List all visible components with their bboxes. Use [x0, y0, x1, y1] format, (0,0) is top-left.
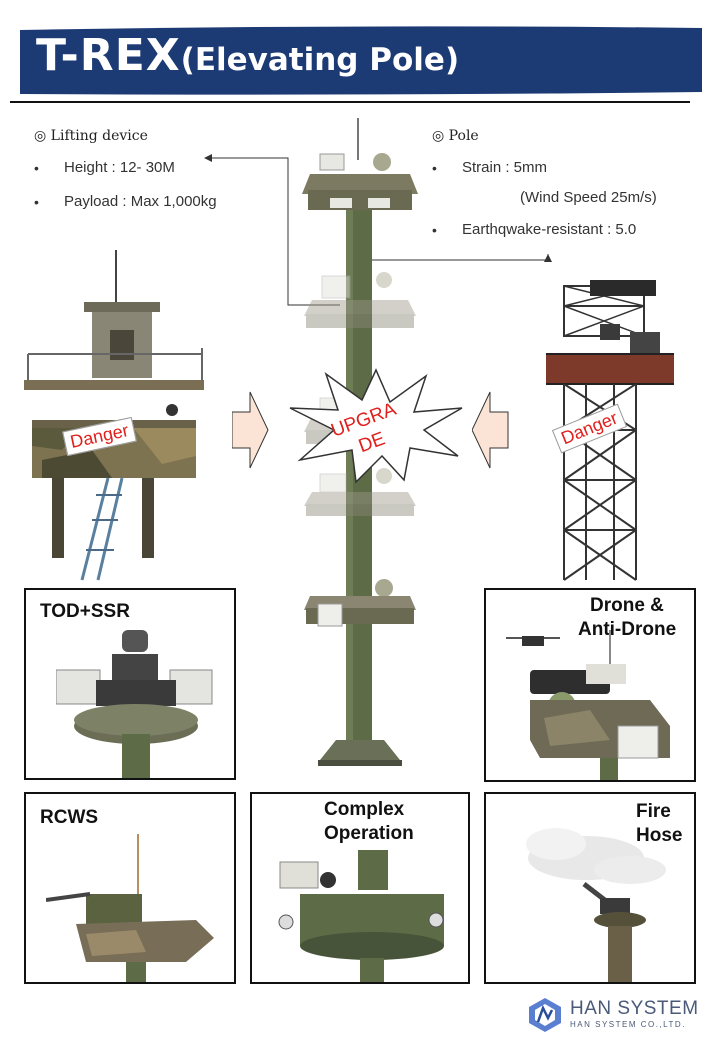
drone-box: Drone & Anti-Drone [484, 588, 696, 782]
arrow-right-icon [232, 391, 269, 469]
page-title: T-REX(Elevating Pole) [36, 30, 459, 81]
lifting-height: Height : 12- 30M [64, 159, 175, 176]
complex-operation-box: Complex Operation [250, 792, 470, 984]
spec-connectors [204, 154, 552, 306]
tod-ssr-box: TOD+SSR [24, 588, 236, 780]
logo-subtitle: HAN SYSTEM CO.,LTD. [570, 1020, 686, 1029]
drone-label-2: Anti-Drone [578, 619, 677, 640]
rcws-box: RCWS [24, 792, 236, 984]
bullet: • [432, 160, 437, 176]
drone-image [506, 630, 670, 780]
lifting-payload: Payload : Max 1,000kg [64, 193, 217, 210]
bullet: • [432, 222, 437, 238]
title-sub: (Elevating Pole) [180, 42, 460, 78]
fire-label-1: Fire [636, 801, 671, 822]
upgrade-burst [289, 368, 463, 484]
complex-label-2: Operation [324, 823, 414, 844]
lifting-device-heading: ◎ Lifting device [34, 128, 148, 144]
han-system-logo: HAN SYSTEM HAN SYSTEM CO.,LTD. [526, 996, 706, 1034]
tod-ssr-label: TOD+SSR [40, 601, 130, 622]
bullet: • [34, 160, 39, 176]
logo-mark-icon [529, 998, 561, 1032]
logo-name: HAN SYSTEM [570, 998, 699, 1019]
pole-wind-speed: (Wind Speed 25m/s) [520, 189, 657, 206]
fire-label-2: Hose [636, 825, 683, 846]
bullet: • [34, 194, 39, 210]
tod-ssr-image [56, 630, 213, 778]
fire-hose-box: Fire Hose [484, 792, 696, 984]
arrow-left-icon [472, 391, 509, 469]
rcws-label: RCWS [40, 807, 99, 828]
rcws-image [46, 834, 214, 982]
guard-post-image [24, 250, 204, 581]
fire-hose-image [526, 828, 666, 982]
complex-operation-image [278, 850, 444, 982]
pole-strain: Strain : 5mm [462, 159, 548, 176]
pole-earthquake: Earthqwake-resistant : 5.0 [462, 221, 637, 238]
title-banner [20, 24, 702, 96]
title-rule [10, 101, 690, 103]
drone-label-1: Drone & [590, 595, 664, 616]
title-main: T-REX [36, 30, 181, 81]
pole-heading: ◎ Pole [432, 128, 479, 144]
complex-label-1: Complex [324, 799, 405, 820]
